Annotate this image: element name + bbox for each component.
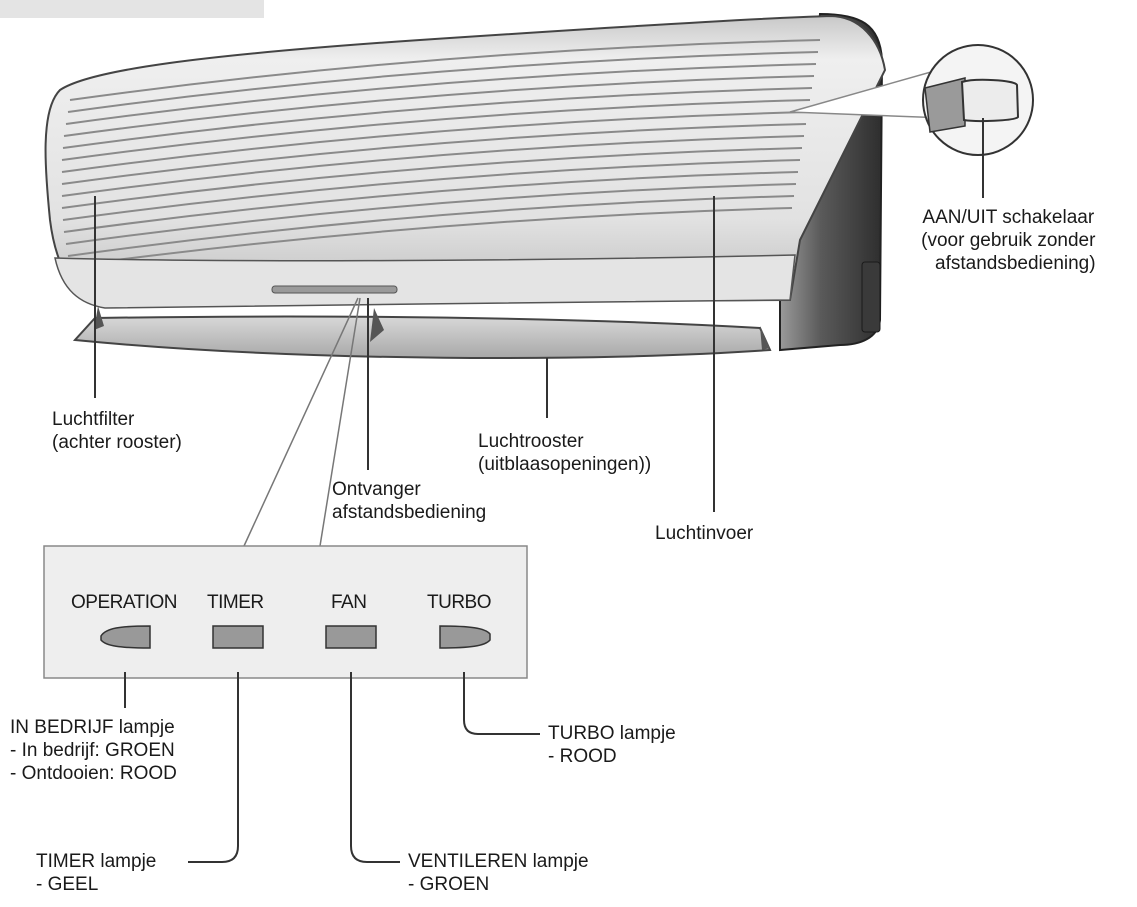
air-grille-label: Luchtrooster (uitblaasopeningen)) [478,430,651,476]
operation-lamp [100,625,151,649]
leader-fan-lamp [350,672,400,863]
side-tab [861,261,881,333]
operation-lamp-label-line3: - Ontdooien: ROOD [10,763,177,784]
air-grille-label-line1: Luchtrooster [478,431,584,452]
timer-lamp-label-line1: TIMER lampje [36,851,157,872]
front-grille [61,39,821,267]
fan-lamp-label-line2: - GROEN [408,874,490,895]
receiver-label-line2: afstandsbediening [332,502,487,523]
zoom-line-right [319,297,361,547]
power-switch-label: AAN/UIT schakelaar (voor gebruik zonder … [921,206,1096,275]
corner-tab [0,0,264,18]
power-switch-label-line3: afstandsbediening) [935,253,1096,274]
air-filter-label: Luchtfilter (achter rooster) [52,408,182,454]
air-intake-label-line1: Luchtinvoer [655,523,754,544]
panel-label-turbo: TURBO [427,592,492,613]
timer-lamp-label: TIMER lampje - GEEL [36,850,156,896]
louver-hinge-left [94,306,104,330]
indicator-panel [43,545,528,679]
panel-label-operation: OPERATION [71,592,178,613]
zoom-line-left [243,297,359,547]
display-window [271,285,398,294]
panel-label-fan: FAN [331,592,367,613]
switch-body [924,77,966,133]
receiver-label-line1: Ontvanger [332,479,421,500]
air-filter-label-line2: (achter rooster) [52,432,182,453]
lower-fascia [54,254,796,309]
turbo-lamp-label-line2: - ROOD [548,746,617,767]
power-switch-label-line2: (voor gebruik zonder [921,230,1096,251]
leader-turbo-lamp [463,672,540,735]
air-filter-label-line1: Luchtfilter [52,409,135,430]
fan-lamp-label-line1: VENTILEREN lampje [408,851,589,872]
turbo-lamp-label: TURBO lampje - ROOD [548,722,676,768]
air-grille-label-line2: (uitblaasopeningen)) [478,454,652,475]
timer-lamp [212,625,264,649]
leader-timer-lamp [188,672,239,863]
operation-lamp-label-line2: - In bedrijf: GROEN [10,740,175,761]
air-louver [72,315,772,360]
turbo-lamp [439,625,491,649]
power-switch-label-line1: AAN/UIT schakelaar [922,207,1095,228]
panel-label-timer: TIMER [207,592,264,613]
louver-hinge-right [760,326,770,350]
air-intake-label: Luchtinvoer [655,522,753,545]
operation-lamp-label-line1: IN BEDRIJF lampje [10,717,175,738]
turbo-lamp-label-line1: TURBO lampje [548,723,676,744]
fan-lamp-label: VENTILEREN lampje - GROEN [408,850,589,896]
operation-lamp-label: IN BEDRIJF lampje - In bedrijf: GROEN - … [10,716,177,785]
louver-hinge-middle [370,308,384,342]
fan-lamp [325,625,377,649]
receiver-label: Ontvanger afstandsbediening [332,478,486,524]
power-switch-button [960,78,1020,122]
timer-lamp-label-line2: - GEEL [36,874,99,895]
